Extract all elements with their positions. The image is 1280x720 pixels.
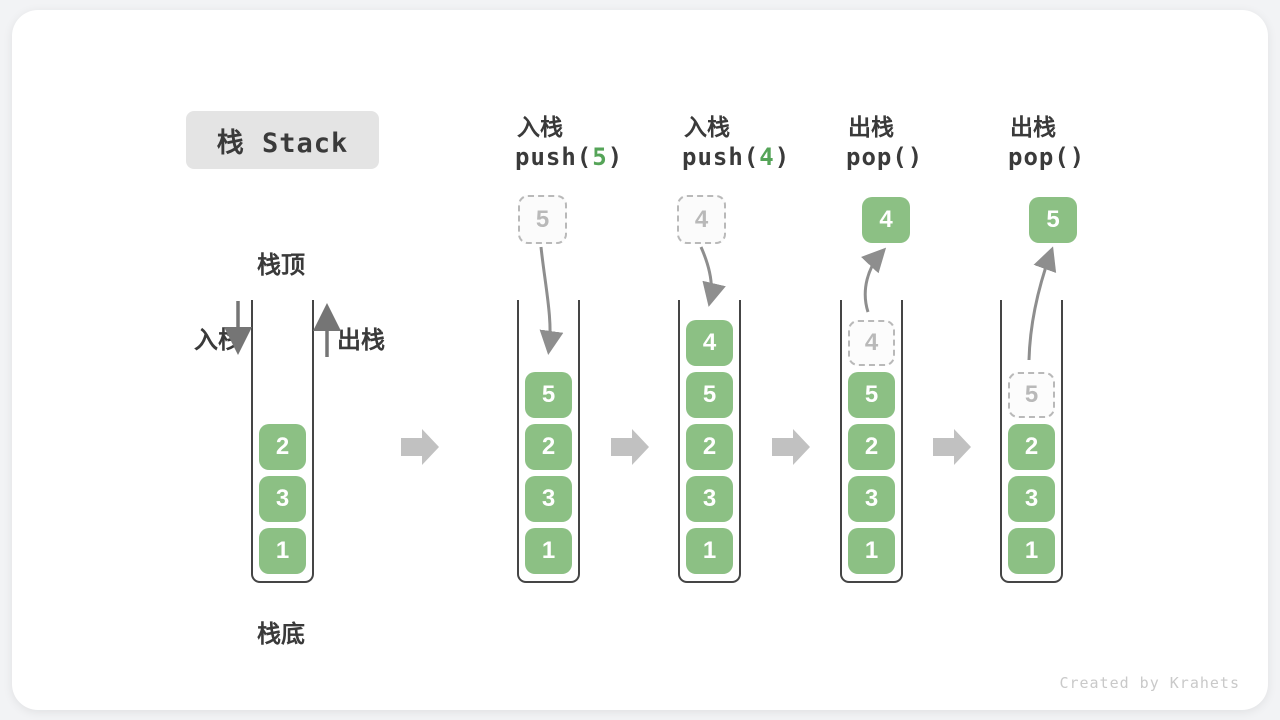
push-side-label: 入栈 — [194, 327, 242, 354]
step4-op-fn: pop( — [1008, 143, 1070, 171]
stack-top-label: 栈顶 — [257, 252, 305, 279]
step2-op-arg: 4 — [759, 143, 775, 171]
pop-side-label: 出栈 — [337, 327, 385, 354]
step1-op-code: push(5) — [515, 143, 623, 171]
step1-op-fn: push( — [515, 143, 593, 171]
stack-cell: 1 — [848, 528, 895, 574]
step3-op-close: ) — [907, 143, 924, 171]
stack-cell: 2 — [848, 424, 895, 470]
removed-cell-ghost: 5 — [1008, 372, 1055, 418]
stack-cell: 1 — [525, 528, 572, 574]
diagram-title: 栈 Stack — [186, 111, 379, 169]
stack-cell: 1 — [686, 528, 733, 574]
stack-cell: 5 — [686, 372, 733, 418]
stack-cell: 5 — [848, 372, 895, 418]
stack-cell: 2 — [686, 424, 733, 470]
popped-value-box: 5 — [1029, 197, 1077, 243]
step2-op-fn: push( — [682, 143, 760, 171]
stack-cell: 5 — [525, 372, 572, 418]
stack-cell: 3 — [259, 476, 306, 522]
stack-cell: 3 — [1008, 476, 1055, 522]
stack-cell: 3 — [525, 476, 572, 522]
stack-cell: 3 — [848, 476, 895, 522]
step1-op-arg: 5 — [592, 143, 608, 171]
stack-cell: 2 — [259, 424, 306, 470]
step2-op-name: 入栈 — [684, 114, 730, 140]
step2-op-close: ) — [774, 143, 791, 171]
step1-op-close: ) — [607, 143, 624, 171]
watermark: Created by Krahets — [1059, 674, 1240, 692]
step3-op-name: 出栈 — [848, 114, 894, 140]
stack-cell: 3 — [686, 476, 733, 522]
step2-op-code: push(4) — [682, 143, 790, 171]
step3-op-fn: pop( — [846, 143, 908, 171]
stack-bottom-label: 栈底 — [257, 621, 305, 648]
stack-cell: 4 — [686, 320, 733, 366]
stack-cell: 2 — [1008, 424, 1055, 470]
pending-push-box: 5 — [518, 195, 567, 244]
step1-op-name: 入栈 — [517, 114, 563, 140]
step4-op-name: 出栈 — [1010, 114, 1056, 140]
pending-push-box: 4 — [677, 195, 726, 244]
stack-cell: 1 — [259, 528, 306, 574]
step3-op-code: pop() — [846, 143, 923, 171]
stack-cell: 1 — [1008, 528, 1055, 574]
removed-cell-ghost: 4 — [848, 320, 895, 366]
popped-value-box: 4 — [862, 197, 910, 243]
step4-op-close: ) — [1069, 143, 1086, 171]
stack-cell: 2 — [525, 424, 572, 470]
step4-op-code: pop() — [1008, 143, 1085, 171]
